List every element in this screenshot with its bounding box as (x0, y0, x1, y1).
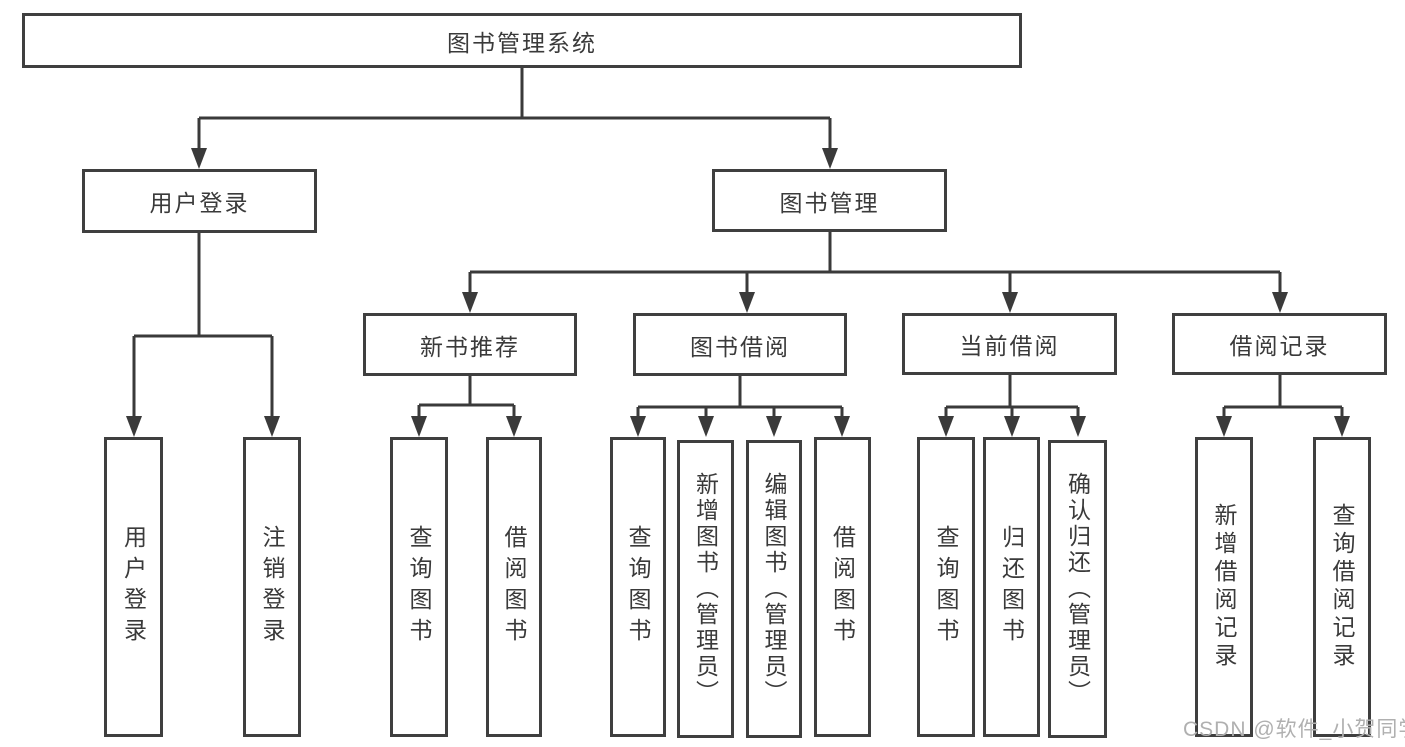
leaf-logout: 注销登录 (243, 437, 301, 737)
leaf-query-books-borrow: 查询图书 (610, 437, 666, 737)
leaf-query-books-current: 查询图书 (917, 437, 975, 737)
leaf-borrow-books-recommend: 借阅图书 (486, 437, 542, 737)
node-root-system: 图书管理系统 (22, 13, 1022, 68)
leaf-query-borrow-record: 查询借阅记录 (1313, 437, 1371, 737)
leaf-add-books-admin: 新增图书（管理员） (677, 440, 734, 738)
leaf-borrow-books: 借阅图书 (814, 437, 871, 737)
leaf-edit-books-admin: 编辑图书（管理员） (746, 440, 802, 738)
arrowhead-icons (126, 148, 1350, 437)
node-user-login: 用户登录 (82, 169, 317, 233)
leaf-confirm-return-admin: 确认归还（管理员） (1048, 440, 1107, 738)
connector-lines (132, 68, 1344, 420)
leaf-query-books-recommend: 查询图书 (390, 437, 448, 737)
node-new-book-recommend: 新书推荐 (363, 313, 577, 376)
leaf-return-books: 归还图书 (983, 437, 1040, 737)
csdn-watermark: CSDN @软件_小贺同学 (1183, 718, 1405, 741)
node-book-management: 图书管理 (712, 169, 947, 232)
node-borrow-records: 借阅记录 (1172, 313, 1387, 375)
leaf-user-login: 用户登录 (104, 437, 163, 737)
leaf-add-borrow-record: 新增借阅记录 (1195, 437, 1253, 737)
node-book-borrow: 图书借阅 (633, 313, 847, 376)
node-current-borrow: 当前借阅 (902, 313, 1117, 375)
